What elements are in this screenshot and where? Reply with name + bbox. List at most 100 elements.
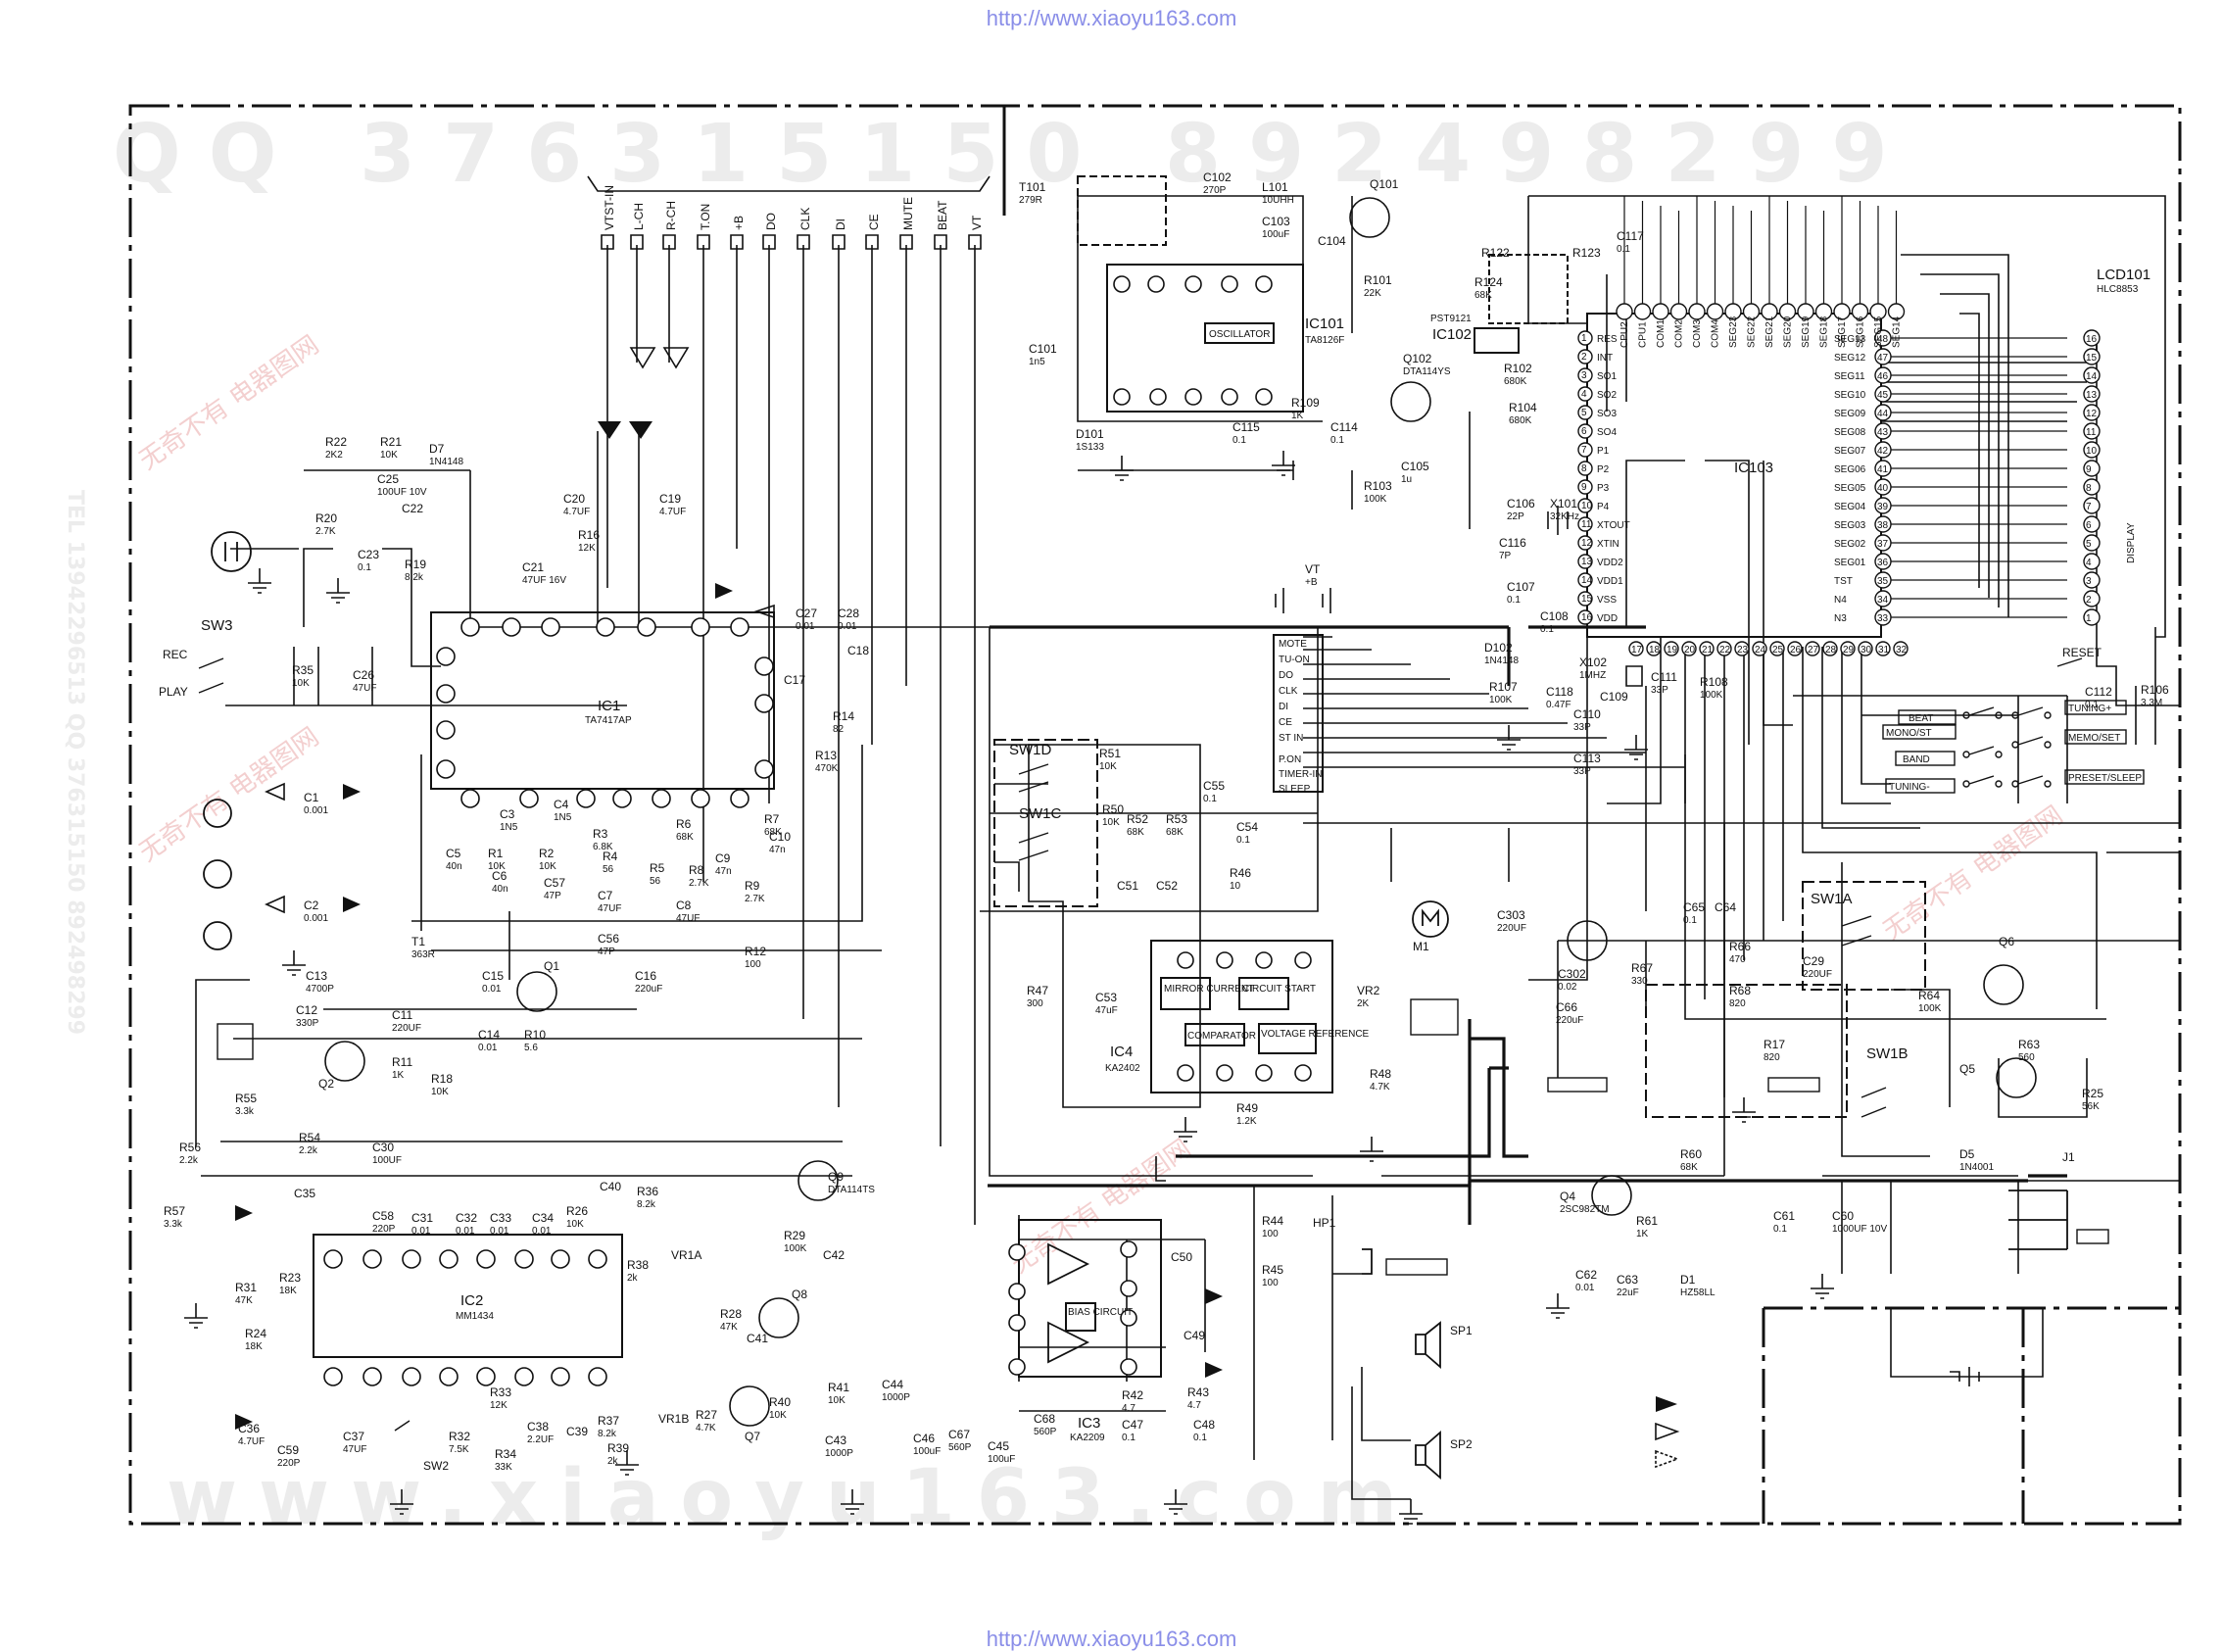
component-value-r4: 56 (603, 864, 614, 875)
ic103-top-pin-label: COM1 (1656, 319, 1667, 348)
key-tuning-plus: TUNING+ (2068, 704, 2111, 714)
display-label: DISPLAY (2126, 522, 2137, 563)
ic4-part: KA2402 (1105, 1063, 1140, 1074)
q303-symbol (1567, 920, 1608, 961)
component-value-l101: 10UHH (1262, 195, 1294, 206)
component-ref-r38: R38 (627, 1258, 649, 1272)
lcd-pin-num: 8 (2086, 483, 2092, 494)
component-value-r108: 100K (1700, 690, 1723, 701)
component-value-r5: 56 (650, 876, 661, 887)
ic103-top-pin-label: SEG16 (1856, 316, 1866, 348)
key-mono-st: MONO/ST (1886, 728, 1932, 739)
ic103-right-pin-label: SEG08 (1834, 427, 1866, 438)
ic103-top-pin-label: CPU2 (1619, 321, 1630, 348)
lcd-pin-num: 1 (2086, 613, 2092, 624)
component-value-r40: 10K (769, 1410, 787, 1421)
ic103-bottom-pin-num: 19 (1667, 645, 1678, 656)
component-value-c60: 1000UF 10V (1832, 1224, 1887, 1235)
component-value-r20: 2.7K (315, 526, 336, 537)
ic103-right-pin-num: 46 (1877, 371, 1889, 382)
ic103-bottom-pin-num: 17 (1631, 645, 1643, 656)
component-ref-c29: C29 (1803, 954, 1824, 968)
ic103-bottom-pin-num: 28 (1825, 645, 1837, 656)
component-ref-r53: R53 (1166, 812, 1187, 826)
comparator-block (1184, 1023, 1245, 1046)
bus-ce: CE (1279, 717, 1292, 728)
voltage-reference-label: VOLTAGE REFERENCE (1261, 1029, 1370, 1040)
component-ref-c61: C61 (1773, 1209, 1795, 1223)
component-ref-c111: C111 (1651, 670, 1677, 684)
component-ref-c20: C20 (563, 492, 585, 506)
component-ref-r51: R51 (1099, 747, 1121, 760)
component-ref-r55: R55 (235, 1092, 257, 1105)
component-ref-c110: C110 (1573, 707, 1601, 721)
component-ref-r22: R22 (325, 435, 347, 449)
ic103-right-pin-num: 35 (1877, 576, 1889, 587)
component-ref-c56: C56 (598, 932, 619, 946)
component-value-r18: 10K (431, 1087, 449, 1097)
component-ref-r46: R46 (1230, 866, 1251, 880)
ic103-bottom-pin-num: 20 (1684, 645, 1696, 656)
component-value-c3: 1N5 (500, 822, 518, 833)
component-value-c27: 0.01 (796, 621, 815, 632)
component-ref-c23: C23 (358, 548, 379, 561)
ic103-left-pin-num: 4 (1581, 389, 1587, 400)
component-value-c21: 47UF 16V (522, 575, 566, 586)
ic103-top-pin-label: SEG19 (1801, 316, 1812, 348)
component-ref-r61: R61 (1636, 1214, 1658, 1228)
component-ref-r3: R3 (593, 827, 608, 841)
component-ref-x101: X101 (1550, 497, 1577, 510)
oscillator-label: OSCILLATOR (1209, 329, 1270, 340)
component-value-r22: 2K2 (325, 450, 343, 461)
component-value-c111: 33P (1651, 685, 1668, 696)
ic103-left-pin-label: INT (1597, 353, 1613, 364)
component-ref-r21: R21 (380, 435, 402, 449)
ic103-right-pin-label: SEG01 (1834, 558, 1866, 568)
component-ref-c31: C31 (411, 1211, 433, 1225)
frame (128, 104, 2182, 1526)
component-ref-r57: R57 (164, 1204, 185, 1218)
component-value-r107: 100K (1489, 695, 1513, 705)
component-ref-c118: C118 (1546, 685, 1573, 699)
ic1-label: IC1 (598, 698, 620, 714)
q4-symbol (1591, 1175, 1632, 1216)
component-value-t101: 279R (1019, 195, 1042, 206)
component-ref-c50: C50 (1171, 1250, 1192, 1264)
component-ref-r42: R42 (1122, 1388, 1143, 1402)
watermark-cn-1: 无奇不有 电器图网 (134, 330, 324, 476)
component-ref-c16: C16 (635, 969, 656, 983)
ic103-left-pin-label: XTOUT (1597, 520, 1630, 531)
q1-symbol (516, 971, 557, 1012)
ic103-right-pin-label: SEG03 (1834, 520, 1866, 531)
component-ref-r64: R64 (1918, 989, 1940, 1002)
component-value-r34: 33K (495, 1462, 512, 1473)
component-value-c8: 47UF (676, 913, 700, 924)
ic103-left-pin-label: P4 (1597, 502, 1610, 512)
sw1d-label: SW1D (1009, 742, 1052, 758)
blank-box-6 (2076, 1229, 2109, 1244)
component-ref-c4: C4 (554, 798, 569, 811)
component-ref-c33: C33 (490, 1211, 511, 1225)
ic4-label: IC4 (1110, 1044, 1133, 1060)
ic103-right-pin-num: 43 (1877, 427, 1889, 438)
component-ref-c42: C42 (823, 1248, 845, 1262)
ic2-outline (313, 1234, 623, 1358)
component-ref-c17: C17 (784, 673, 805, 687)
component-ref-c113: C113 (1573, 752, 1601, 765)
component-value-x101: 32KHz (1550, 511, 1579, 522)
circuit-start-block (1238, 977, 1289, 1010)
component-ref-r47: R47 (1027, 984, 1048, 997)
component-value-r45: 100 (1262, 1278, 1279, 1288)
ic103-right-pin-num: 47 (1877, 353, 1889, 364)
ic103-left-pin-num: 13 (1581, 557, 1593, 567)
component-ref-r19: R19 (405, 558, 426, 571)
component-ref-r60: R60 (1680, 1147, 1702, 1161)
component-ref-r107: R107 (1489, 680, 1518, 694)
ic103-right-pin-num: 37 (1877, 539, 1889, 550)
component-value-r60: 68K (1680, 1162, 1698, 1173)
component-ref-r23: R23 (279, 1271, 301, 1285)
component-value-c31: 0.01 (411, 1226, 431, 1237)
component-ref-r124: R124 (1474, 275, 1503, 289)
component-ref-c117: C117 (1617, 229, 1644, 243)
